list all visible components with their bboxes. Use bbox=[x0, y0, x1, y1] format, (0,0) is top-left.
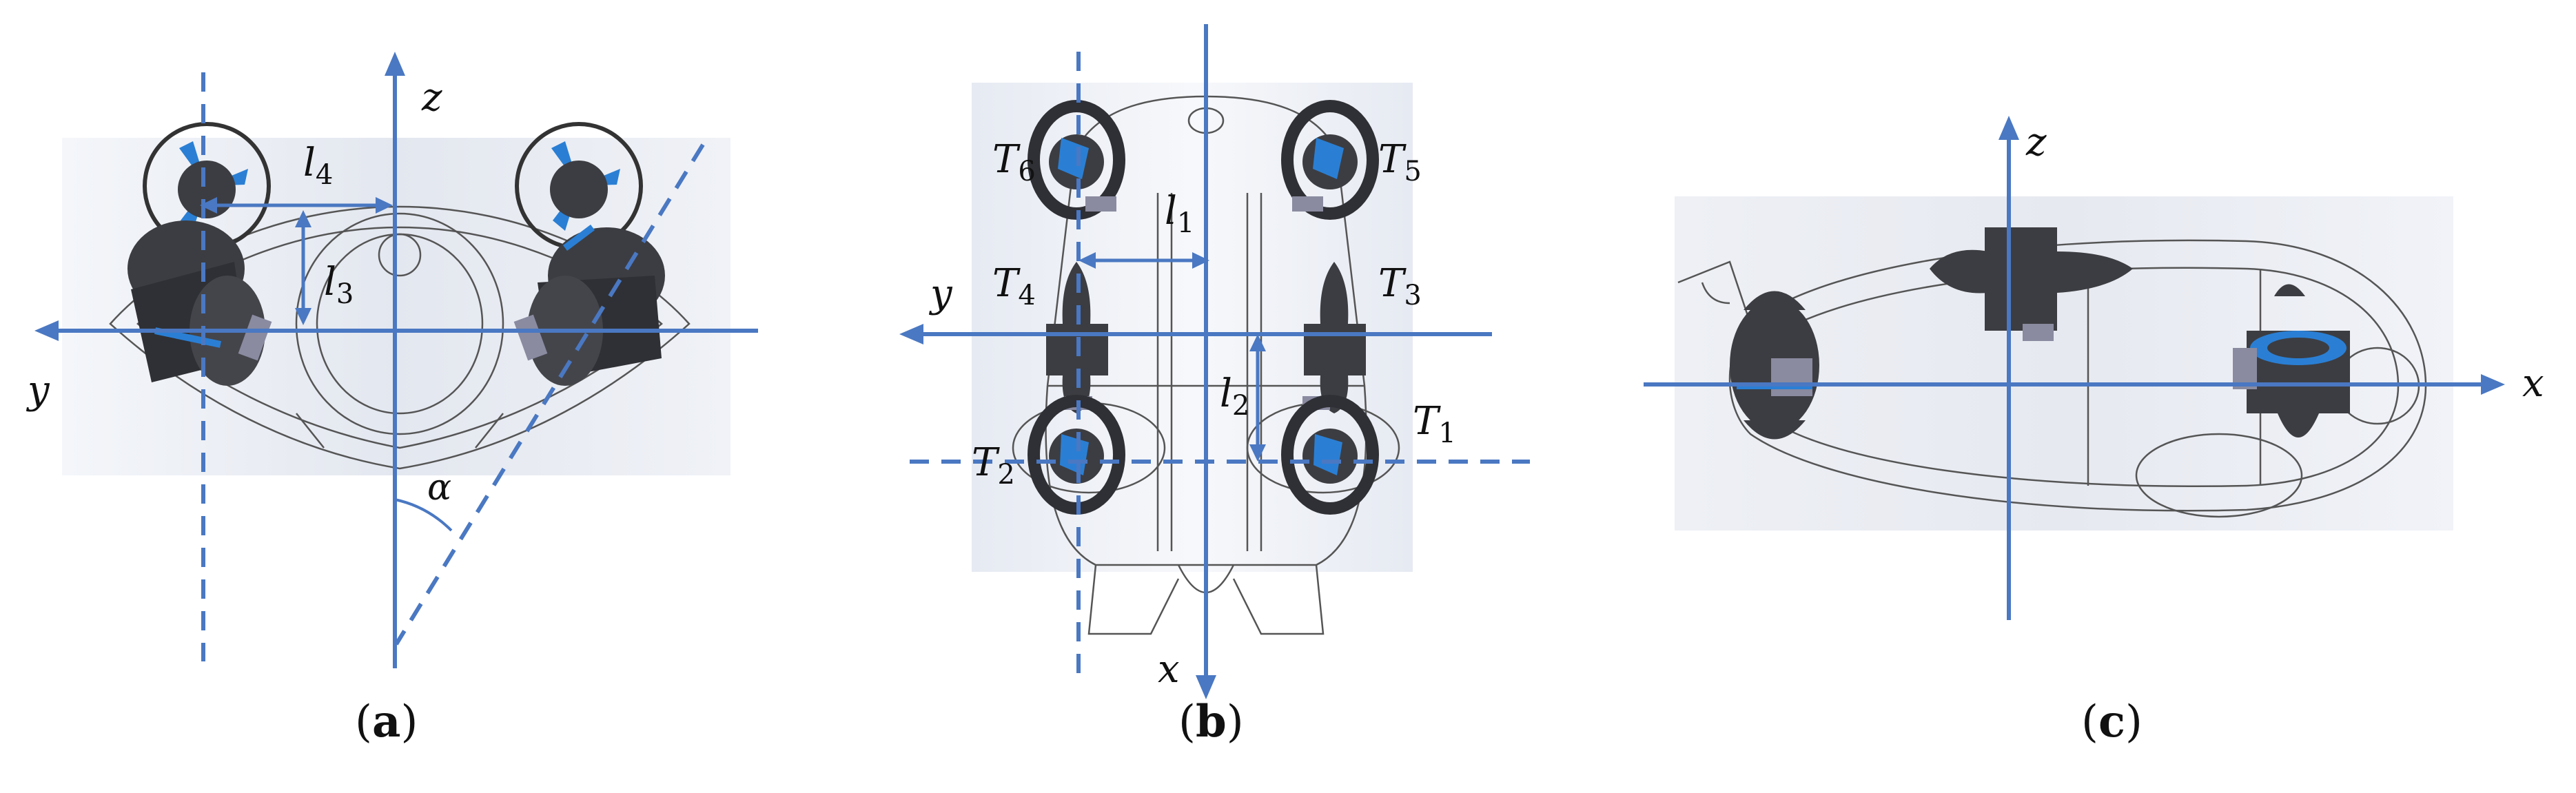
caption-a: (a) bbox=[355, 696, 418, 748]
panel-c: z x (c) bbox=[1626, 0, 2576, 793]
alpha-label: α bbox=[427, 467, 451, 508]
axes-b bbox=[899, 24, 1530, 699]
thruster-label-t2: T2 bbox=[972, 440, 1015, 491]
hull-wireframe bbox=[1012, 95, 1400, 635]
dim-l1-label: l1 bbox=[1165, 189, 1194, 239]
panel-c-diagram: z x bbox=[1644, 116, 2544, 620]
y-axis-arrowhead bbox=[34, 320, 59, 341]
panel-a-diagram: z y l4 l3 α bbox=[25, 52, 758, 668]
panel-a: z y l4 l3 α (a) bbox=[0, 0, 813, 793]
propeller-icon bbox=[1313, 434, 1342, 475]
hull-wireframe bbox=[109, 205, 691, 470]
thruster-side-top bbox=[1930, 227, 2133, 341]
y-axis-label: y bbox=[25, 368, 50, 413]
panel-b: y x l1 l2 T6 T5 T4 T3 T2 T1 (b) bbox=[889, 0, 1551, 793]
thruster-side-rear bbox=[2233, 284, 2350, 437]
z-axis-label: z bbox=[2025, 120, 2047, 165]
z-axis-arrowhead bbox=[385, 52, 405, 76]
alpha-arc bbox=[394, 498, 453, 532]
thruster-label-t1: T1 bbox=[1413, 399, 1456, 449]
axes-c bbox=[1644, 116, 2505, 620]
x-axis-label: x bbox=[2522, 361, 2544, 406]
propeller-icon bbox=[1060, 434, 1089, 475]
thruster-label-t6: T6 bbox=[992, 137, 1036, 187]
y-axis-arrowhead bbox=[899, 324, 923, 344]
tilt-axis-dashed bbox=[394, 143, 705, 646]
caption-c: (c) bbox=[2081, 696, 2143, 748]
dim-l2-label: l2 bbox=[1220, 371, 1249, 422]
thruster-label-t5: T5 bbox=[1378, 137, 1422, 187]
x-axis-label: x bbox=[1158, 647, 1180, 692]
propeller-icon bbox=[1058, 138, 1089, 179]
thruster-label-t3: T3 bbox=[1378, 261, 1422, 311]
z-axis-arrowhead bbox=[1999, 116, 2019, 140]
thruster-right-group bbox=[513, 122, 665, 386]
z-axis-label: z bbox=[421, 75, 442, 120]
panel-b-diagram: y x l1 l2 T6 T5 T4 T3 T2 T1 bbox=[899, 24, 1530, 699]
y-axis-label: y bbox=[928, 271, 953, 316]
thruster-left-group bbox=[127, 122, 272, 386]
thruster-t1 bbox=[1281, 395, 1379, 515]
x-axis-arrowhead bbox=[2481, 374, 2505, 395]
thruster-label-t4: T4 bbox=[992, 261, 1036, 311]
caption-b: (b) bbox=[1178, 696, 1244, 748]
axes-a bbox=[34, 52, 758, 668]
propeller-icon bbox=[1313, 138, 1344, 179]
x-axis-arrowhead bbox=[1196, 675, 1216, 699]
dim-l3-label: l3 bbox=[324, 260, 354, 310]
thruster-side-front bbox=[1730, 291, 1819, 440]
dim-l4-label: l4 bbox=[303, 141, 333, 191]
thruster-t5 bbox=[1281, 100, 1379, 220]
